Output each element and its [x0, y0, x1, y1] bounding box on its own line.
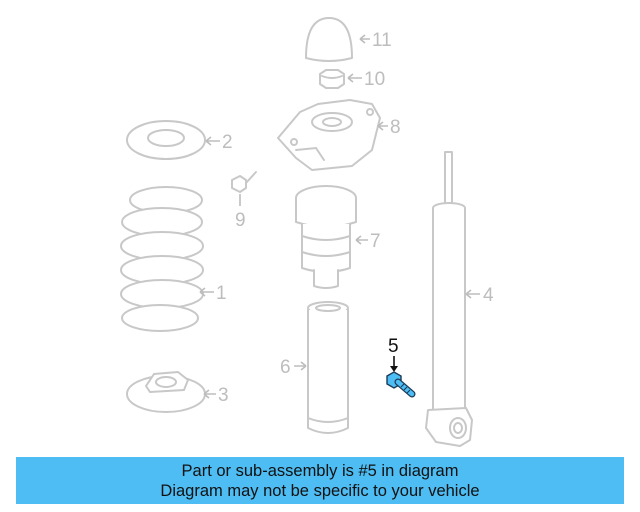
parts-diagram: 11 10 8 2 9 1: [120, 17, 494, 447]
part-5-bolt-highlighted[interactable]: 5: [386, 336, 416, 398]
callout-2: 2: [222, 132, 233, 153]
callout-5: 5: [388, 336, 399, 357]
callout-3: 3: [218, 385, 229, 406]
callout-7: 7: [370, 231, 381, 252]
caption-line-1: Part or sub-assembly is #5 in diagram: [181, 462, 459, 480]
part-10-nut: 10: [319, 69, 385, 90]
part-11-dust-cap: 11: [305, 17, 392, 62]
callout-8: 8: [390, 117, 401, 138]
caption-banner: Part or sub-assembly is #5 in diagram Di…: [16, 457, 624, 504]
part-8-strut-mount: 8: [277, 99, 401, 171]
callout-9: 9: [235, 210, 246, 231]
part-1-coil-spring: 1: [120, 186, 227, 332]
part-7-bump-stop: 7: [295, 185, 381, 289]
part-3-lower-spring-seat: 3: [126, 371, 229, 413]
callout-4: 4: [483, 285, 494, 306]
callout-11: 11: [372, 30, 392, 51]
callout-6: 6: [280, 357, 291, 378]
part-9-bolt: 9: [231, 171, 257, 231]
caption-line-2: Diagram may not be specific to your vehi…: [160, 482, 480, 500]
bolt-5-icon: [386, 371, 416, 398]
part-6-dust-boot: 6: [280, 301, 349, 434]
callout-10: 10: [364, 69, 385, 90]
callout-1: 1: [216, 283, 227, 304]
part-2-spring-seat: 2: [126, 120, 233, 160]
part-4-shock-absorber: 4: [425, 151, 494, 447]
